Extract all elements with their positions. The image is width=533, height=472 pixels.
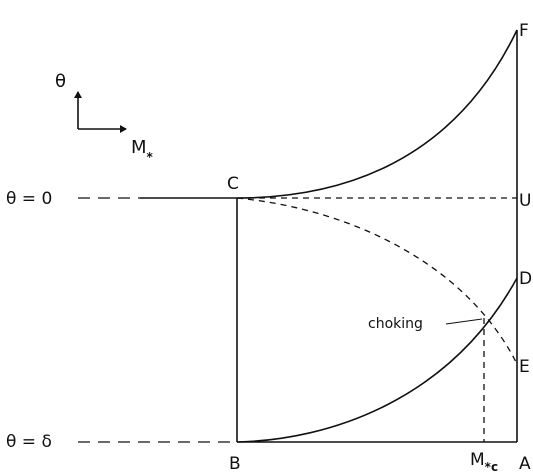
- mach-axis-label: M*: [131, 137, 154, 164]
- point-d-label: D: [519, 269, 532, 289]
- curve-b-d: [236, 277, 518, 443]
- point-u-label: U: [519, 191, 531, 211]
- curve-c-f: [236, 29, 518, 199]
- point-f-label: F: [519, 21, 529, 41]
- axis-indicator: θ M*: [55, 71, 154, 164]
- theta-zero-label: θ = 0: [6, 189, 52, 209]
- point-c-label: C: [227, 174, 239, 194]
- choking-leader: [445, 318, 483, 325]
- mach-critical-label: M*c: [470, 450, 498, 472]
- point-b-label: B: [229, 454, 241, 472]
- point-a-label: A: [519, 454, 531, 472]
- theta-axis-label: θ: [55, 71, 66, 92]
- choking-label: choking: [368, 316, 423, 332]
- curve-c-e: [236, 197, 518, 365]
- point-e-label: E: [519, 357, 530, 377]
- theta-delta-label: θ = δ: [6, 432, 52, 452]
